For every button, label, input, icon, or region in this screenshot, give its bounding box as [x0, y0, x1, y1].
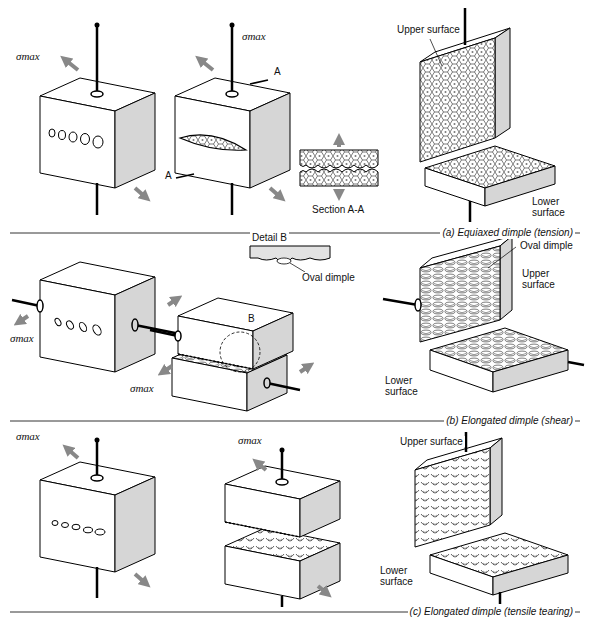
specimen-block — [150, 298, 306, 411]
detail-view — [250, 246, 330, 272]
figure-caption: (c) Elongated dimple (tensile tearing) — [408, 606, 575, 618]
specimen-block — [175, 23, 290, 216]
stress-label: σmax — [8, 332, 36, 344]
specimen-block — [225, 448, 340, 608]
part-label: Lower surface — [530, 196, 580, 218]
part-label: A — [163, 170, 174, 181]
figure-caption: (b) Elongated dimple (shear) — [444, 415, 575, 427]
section-view — [300, 143, 378, 191]
part-label: Detail B — [250, 232, 289, 243]
fracture-surfaces — [415, 432, 568, 604]
specimen-block — [12, 262, 180, 372]
stress-label: σmax — [236, 434, 264, 446]
stress-label: σmax — [14, 50, 42, 62]
part-label: Upper surface — [395, 24, 462, 35]
part-label: Lower surface — [383, 375, 433, 397]
part-label: Lower surface — [378, 565, 428, 587]
part-label: Upper surface — [398, 436, 465, 447]
part-label: A — [272, 66, 283, 77]
stress-label: σmax — [14, 430, 42, 442]
part-label: B — [246, 313, 257, 324]
stress-label: σmax — [128, 382, 156, 394]
fracture-surfaces — [420, 8, 555, 222]
part-label: Upper surface — [520, 268, 576, 290]
fracture-surfaces — [383, 236, 584, 392]
figure-caption: (a) Equiaxed dimple (tension) — [440, 227, 575, 239]
specimen-block — [40, 438, 155, 599]
stress-label: σmax — [240, 30, 268, 42]
part-label: Section A-A — [310, 204, 366, 215]
specimen-block — [40, 23, 155, 216]
part-label: Oval dimple — [300, 272, 357, 283]
part-label: Oval dimple — [518, 240, 575, 251]
